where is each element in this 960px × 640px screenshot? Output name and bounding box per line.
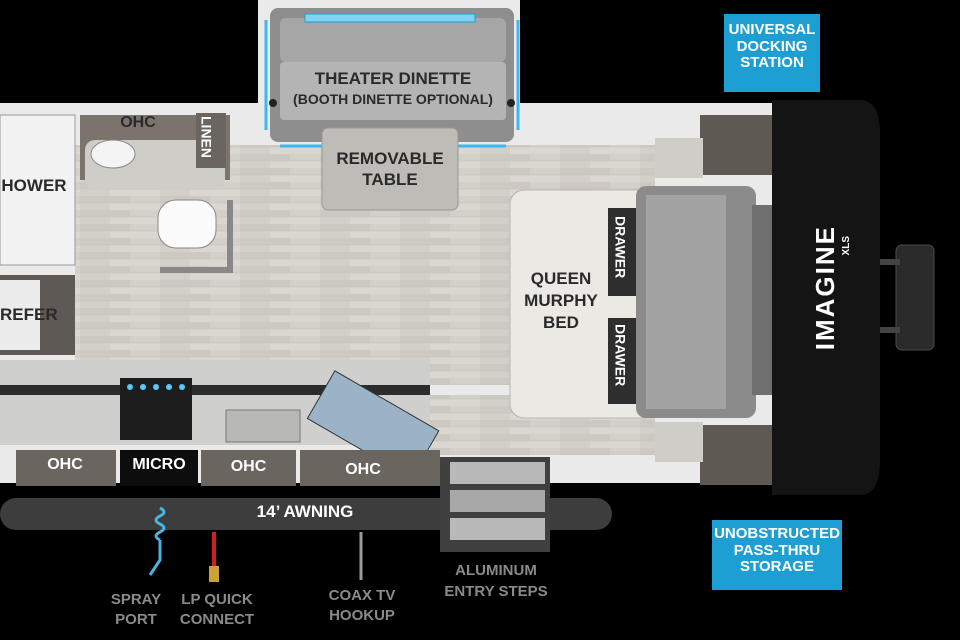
steps-label-1: ALUMINUM xyxy=(455,562,537,579)
theater-dinette-label: THEATER DINETTE xyxy=(314,69,472,88)
micro-label: MICRO xyxy=(132,456,186,473)
hitch-jack xyxy=(895,244,935,351)
bathroom xyxy=(0,113,233,273)
queen-murphy-bed xyxy=(509,186,772,419)
lp-connect-label-2: CONNECT xyxy=(179,611,255,628)
queen-label-2: MURPHY xyxy=(524,291,598,310)
drawer-label-top: DRAWER xyxy=(612,216,629,279)
imagine-logo: IMAGINE xyxy=(810,225,840,351)
removable-table-label-1: REMOVABLE xyxy=(336,149,444,168)
steps-label-2: ENTRY STEPS xyxy=(444,583,548,600)
ohc-bath-label: OHC xyxy=(120,114,156,131)
booth-dinette-label: (BOOTH DINETTE OPTIONAL) xyxy=(293,91,493,107)
ohc-label-2: OHC xyxy=(230,458,267,475)
storage-line-1: UNOBSTRUCTED xyxy=(714,525,840,542)
kitchen xyxy=(0,360,440,486)
front-cap xyxy=(772,100,880,495)
ohc-label-3: OHC xyxy=(345,461,381,478)
refer-label: REFER xyxy=(0,305,58,324)
coax-label-2: HOOKUP xyxy=(329,607,395,624)
entry-steps xyxy=(440,457,550,552)
front-storage-top xyxy=(700,115,772,175)
xls-logo: XLS xyxy=(841,236,852,256)
universal-docking-callout: UNIVERSAL DOCKING STATION xyxy=(724,14,820,92)
theater-dinette xyxy=(264,8,520,148)
coax-label-1: COAX TV xyxy=(328,587,396,604)
awning-label: 14’ AWNING xyxy=(256,502,354,521)
spray-port-label-2: PORT xyxy=(115,611,157,628)
docking-line-1: UNIVERSAL xyxy=(728,21,816,38)
removable-table-label-2: TABLE xyxy=(362,170,418,189)
storage-line-2: PASS-THRU xyxy=(733,541,821,559)
ohc-label-1: OHC xyxy=(47,456,83,473)
shower-label: HOWER xyxy=(1,176,67,195)
docking-line-2: DOCKING xyxy=(736,37,808,55)
front-storage-bottom xyxy=(700,425,772,485)
pass-thru-storage-callout: UNOBSTRUCTED PASS-THRU STORAGE xyxy=(712,520,842,590)
drawer-label-bottom: DRAWER xyxy=(612,324,629,387)
queen-label-1: QUEEN xyxy=(530,269,592,288)
queen-label-3: BED xyxy=(543,313,579,332)
lp-connect-label-1: LP QUICK xyxy=(181,591,253,608)
storage-line-3: STORAGE xyxy=(740,558,814,575)
removable-table xyxy=(321,127,459,211)
linen-label: LINEN xyxy=(198,116,215,158)
docking-line-3: STATION xyxy=(740,54,804,71)
spray-port-icon xyxy=(148,506,166,576)
spray-port-label-1: SPRAY xyxy=(110,591,162,608)
